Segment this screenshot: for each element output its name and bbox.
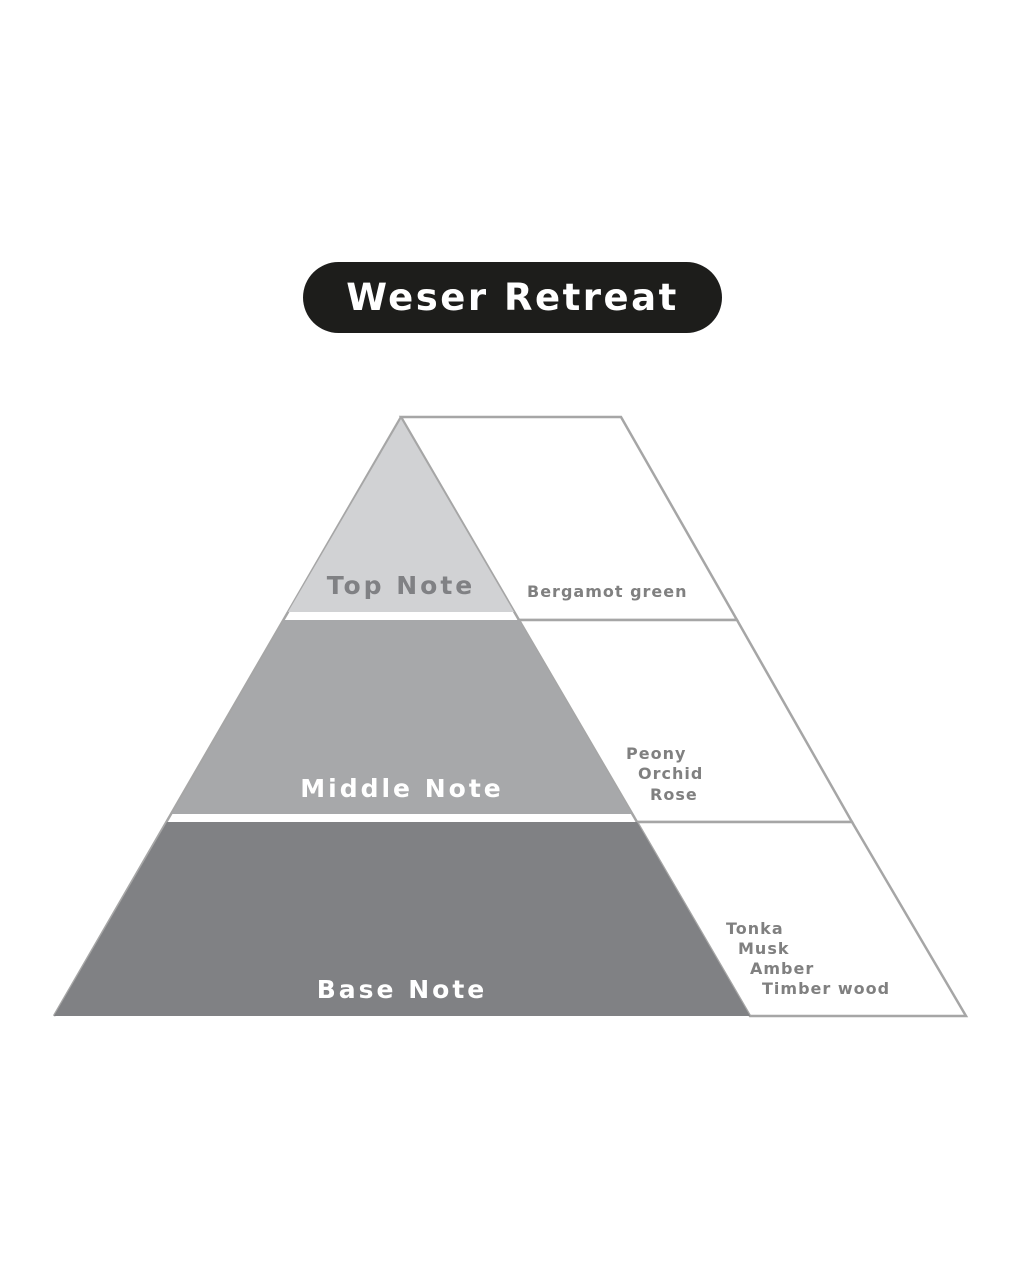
middle-note-item: Peony (626, 744, 686, 763)
middle-note-item: Orchid (638, 764, 703, 783)
base-tier (54, 822, 750, 1016)
base-note-item: Amber (750, 959, 814, 978)
base-note-item: Musk (738, 939, 789, 958)
middle-note-item: Rose (650, 785, 698, 804)
top-note-item: Bergamot green (527, 582, 688, 601)
top-note-label: Top Note (327, 571, 476, 600)
base-note-label: Base Note (317, 975, 487, 1004)
middle-note-label: Middle Note (300, 774, 503, 803)
base-note-item: Timber wood (762, 979, 890, 998)
base-note-item: Tonka (726, 919, 784, 938)
middle-tier (172, 620, 632, 814)
page-title: Weser Retreat (346, 276, 679, 319)
pyramid-left-edge (52, 416, 403, 1017)
top-tier (288, 419, 514, 612)
title-pill: Weser Retreat (303, 262, 722, 333)
